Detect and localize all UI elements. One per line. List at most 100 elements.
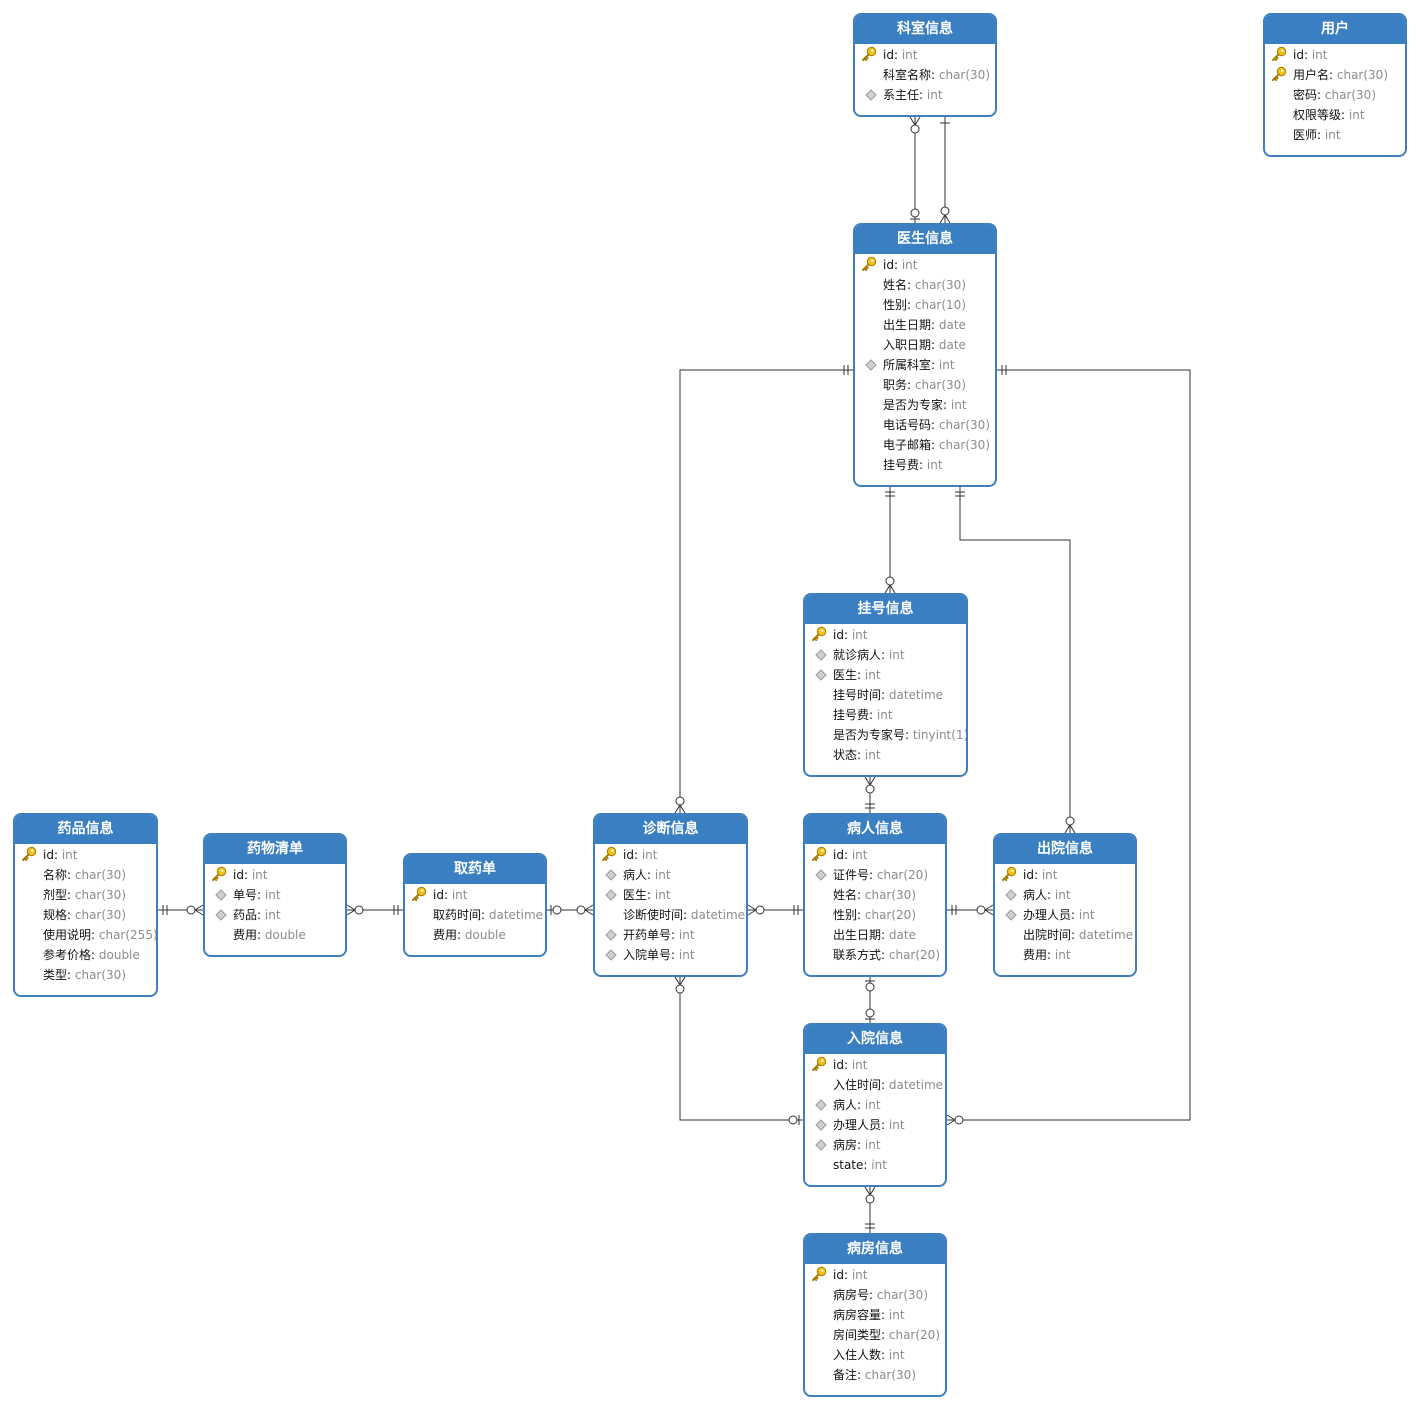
field-name: id <box>1293 48 1304 62</box>
field-type: tinyint(1) <box>912 728 968 742</box>
field-name: 单号 <box>233 888 258 902</box>
field-name: 剂型 <box>43 888 68 902</box>
diamond-icon <box>813 867 829 883</box>
field-type: int <box>888 648 905 662</box>
diamond-icon <box>813 647 829 663</box>
field-separator: : <box>857 748 865 762</box>
relationship-keshi-yisheng <box>939 117 951 224</box>
field-name: 电话号码 <box>883 418 932 432</box>
field-type: int <box>901 48 918 62</box>
field-separator: : <box>243 868 252 882</box>
field-row: id: int <box>595 845 746 865</box>
field-separator: : <box>633 848 642 862</box>
relationship-zhenduan-ruyuan <box>674 976 803 1125</box>
field-row: 所属科室: int <box>855 355 995 375</box>
field-row: 剂型: char(30) <box>15 885 156 905</box>
field-type: char(20) <box>864 908 916 922</box>
diamond-icon <box>863 87 879 103</box>
field-separator: : <box>931 438 939 452</box>
field-separator: : <box>857 1098 865 1112</box>
field-type: int <box>950 398 967 412</box>
field-type: int <box>251 868 268 882</box>
field-type: double <box>98 948 140 962</box>
field-name: 医师 <box>1293 128 1318 142</box>
field-type: int <box>938 358 955 372</box>
field-separator: : <box>881 1078 889 1092</box>
field-row: 办理人员: int <box>995 905 1135 925</box>
entity-title: 用户 <box>1265 15 1405 44</box>
field-name: 办理人员 <box>833 1118 882 1132</box>
relationship-keshi-yisheng <box>909 116 921 223</box>
field-separator: : <box>647 888 655 902</box>
field-separator: : <box>931 68 939 82</box>
field-separator: : <box>857 1138 865 1152</box>
field-separator: : <box>1033 868 1042 882</box>
field-row: 病人: int <box>595 865 746 885</box>
field-separator: : <box>881 1118 889 1132</box>
field-separator: : <box>943 398 951 412</box>
field-name: 房间类型 <box>833 1328 882 1342</box>
field-separator: : <box>857 668 865 682</box>
field-type: char(30) <box>914 378 966 392</box>
field-type: datetime <box>888 1078 944 1092</box>
field-name: 类型 <box>43 968 68 982</box>
field-separator: : <box>919 458 927 472</box>
diamond-icon <box>1003 907 1019 923</box>
field-separator: : <box>905 728 913 742</box>
field-name: id <box>833 628 844 642</box>
field-type: char(255) <box>98 928 158 942</box>
field-row: 参考价格: double <box>15 945 156 965</box>
field-separator: : <box>1071 928 1079 942</box>
field-row: id: int <box>15 845 156 865</box>
field-type: datetime <box>1078 928 1134 942</box>
field-name: 费用 <box>233 928 258 942</box>
field-name: 科室名称 <box>883 68 932 82</box>
field-row: 权限等级: int <box>1265 105 1405 125</box>
entity-title: 药品信息 <box>15 815 156 844</box>
field-separator: : <box>67 908 75 922</box>
field-name: 名称 <box>43 868 68 882</box>
field-name: 所属科室 <box>883 358 932 372</box>
field-name: 医生 <box>833 668 858 682</box>
field-separator: : <box>257 928 265 942</box>
field-row: 诊断使时间: datetime <box>595 905 746 925</box>
field-row: 挂号费: int <box>805 705 966 725</box>
field-separator: : <box>671 928 679 942</box>
field-type: int <box>451 888 468 902</box>
diamond-icon <box>813 1117 829 1133</box>
field-type: int <box>1054 948 1071 962</box>
field-name: 职务 <box>883 378 908 392</box>
field-name: id <box>1023 868 1034 882</box>
field-separator: : <box>869 708 877 722</box>
field-row: 名称: char(30) <box>15 865 156 885</box>
relationship-guahao-bingren <box>864 776 876 813</box>
field-row: 出院时间: datetime <box>995 925 1135 945</box>
field-separator: : <box>931 418 939 432</box>
field-separator: : <box>857 1368 865 1382</box>
field-name: id <box>233 868 244 882</box>
field-type: int <box>864 1098 881 1112</box>
field-row: 出生日期: date <box>805 925 945 945</box>
field-name: 挂号费 <box>833 708 870 722</box>
field-row: id: int <box>805 1055 945 1075</box>
field-name: 病人 <box>833 1098 858 1112</box>
field-separator: : <box>931 358 939 372</box>
field-row: state: int <box>805 1155 945 1175</box>
field-name: 出生日期 <box>833 928 882 942</box>
field-type: char(20) <box>888 1328 940 1342</box>
field-type: char(30) <box>74 868 126 882</box>
